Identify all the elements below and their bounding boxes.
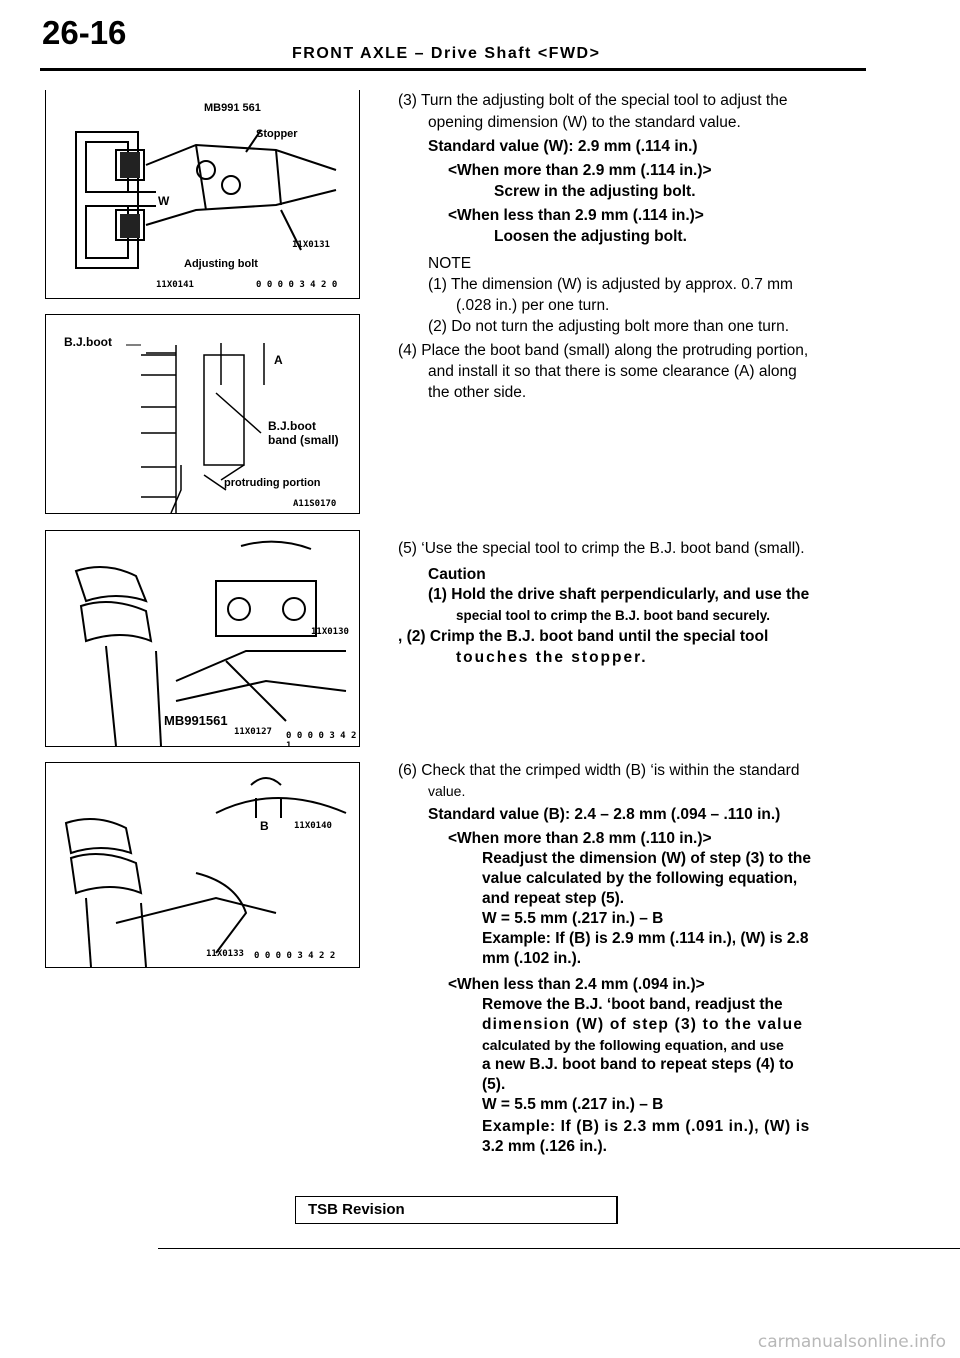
tsb-revision-box: TSB Revision — [295, 1196, 618, 1224]
bj-boot-label: B.J.boot — [64, 335, 112, 349]
step-6-more-line-1: Readjust the dimension (W) of step (3) t… — [482, 850, 811, 867]
figure-code: 0 0 0 0 3 4 2 0 — [256, 280, 338, 290]
figure-code-small: 11X0131 — [292, 240, 330, 250]
note-1-line-1: (1) The dimension (W) is adjusted by app… — [428, 276, 793, 293]
figure-crimping-tool: 11X0130 MB991561 11X0127 0 0 0 0 3 4 2 1 — [45, 530, 360, 747]
protruding-portion-label: protruding portion — [224, 477, 321, 489]
step-6-less-example-1: Example: If (B) is 2.3 mm (.091 in.), (W… — [482, 1118, 810, 1135]
figure-boot-band-placement: B.J.boot A B.J.boot band (small) protrud… — [45, 314, 360, 514]
figure-special-tool-adjust: MB991 561 Stopper W 11X0131 Adjusting bo… — [45, 90, 360, 299]
tool-number-label: MB991561 — [164, 713, 228, 728]
step-6-more-example-1: Example: If (B) is 2.9 mm (.114 in.), (W… — [482, 930, 809, 947]
step-6-less-line-4: a new B.J. boot band to repeat steps (4)… — [482, 1056, 794, 1073]
tsb-revision-label: TSB Revision — [308, 1201, 405, 1218]
step-5-line-1: (5) ‘Use the special tool to crimp the B… — [398, 540, 805, 557]
step-3-less-body: Loosen the adjusting bolt. — [494, 228, 687, 245]
tool-illustration — [75, 129, 337, 269]
figure-code-small: 11X0130 — [311, 627, 349, 637]
figure-code-small: 11X0141 — [156, 280, 194, 290]
note-2: (2) Do not turn the adjusting bolt more … — [428, 318, 790, 335]
step-6-less-line-5: (5). — [482, 1076, 506, 1093]
width-check-illustration — [64, 777, 347, 967]
figure-code: 0 0 0 0 3 4 2 2 — [254, 951, 336, 961]
boot-band-label: B.J.boot — [268, 419, 316, 433]
boot-band-small-label: band (small) — [268, 433, 339, 447]
w-dimension-label: W — [158, 194, 170, 208]
step-4-line-3: the other side. — [428, 384, 527, 401]
step-3-line-1: (3) Turn the adjusting bolt of the speci… — [398, 92, 788, 109]
step-6-less-heading: <When less than 2.4 mm (.094 in.)> — [448, 976, 705, 993]
step-4-line-1: (4) Place the boot band (small) along th… — [398, 342, 809, 359]
page-number: 26-16 — [42, 14, 127, 51]
crimp-illustration — [74, 540, 347, 746]
figure-code-small: 11X0133 — [206, 949, 244, 959]
step-6-less-equation: W = 5.5 mm (.217 in.) – B — [482, 1096, 664, 1113]
step-3-more-body: Screw in the adjusting bolt. — [494, 183, 696, 200]
clearance-a-label: A — [274, 353, 283, 367]
figure-code-small: 11X0140 — [294, 821, 332, 831]
note-heading: NOTE — [428, 255, 472, 272]
step-6-less-line-2: dimension (W) of step (3) to the value — [482, 1016, 804, 1033]
caution-1-line-2: special tool to crimp the B.J. boot band… — [456, 608, 771, 623]
caution-1-line-1: (1) Hold the drive shaft perpendicularly… — [428, 586, 810, 603]
watermark: carmanualsonline.info — [757, 1332, 946, 1352]
figure-code: A11S0170 — [293, 499, 337, 509]
figure-code-small: 11X0127 — [234, 727, 272, 737]
step-6-more-line-3: and repeat step (5). — [482, 890, 625, 907]
note-1-line-2: (.028 in.) per one turn. — [456, 297, 610, 314]
step-6-more-heading: <When more than 2.8 mm (.110 in.)> — [448, 830, 712, 847]
stopper-label: Stopper — [256, 128, 298, 140]
step-4-line-2: and install it so that there is some cle… — [428, 363, 797, 380]
footer-rule — [158, 1248, 960, 1249]
caution-2-line-1: , (2) Crimp the B.J. boot band until the… — [398, 628, 769, 645]
tool-number-label: MB991 561 — [204, 102, 261, 114]
header-rule — [40, 68, 866, 71]
step-6-less-line-3: calculated by the following equation, an… — [482, 1037, 784, 1053]
page-title: FRONT AXLE – Drive Shaft <FWD> — [292, 45, 601, 62]
step-3-more-heading: <When more than 2.9 mm (.114 in.)> — [448, 162, 712, 179]
step-6-line-1: (6) Check that the crimped width (B) ‘is… — [398, 762, 800, 779]
figure-code: 0 0 0 0 3 4 2 1 — [286, 731, 357, 747]
step-6-line-2: value. — [428, 783, 466, 799]
step-3-less-heading: <When less than 2.9 mm (.114 in.)> — [448, 207, 704, 224]
caution-heading: Caution — [428, 566, 486, 583]
step-6-standard-value: Standard value (B): 2.4 – 2.8 mm (.094 –… — [428, 806, 781, 823]
step-6-less-example-2: 3.2 mm (.126 in.). — [482, 1138, 607, 1155]
boot-band-illustration — [126, 343, 265, 513]
figure-crimped-width-check: B 11X0140 11X0133 0 0 0 0 3 4 2 2 — [45, 762, 360, 968]
caution-2-line-2: touches the stopper. — [456, 649, 648, 666]
step-6-less-line-1: Remove the B.J. ‘boot band, readjust the — [482, 996, 783, 1013]
step-6-more-line-2: value calculated by the following equati… — [482, 870, 798, 887]
step-6-more-example-2: mm (.102 in.). — [482, 950, 582, 967]
step-6-more-equation: W = 5.5 mm (.217 in.) – B — [482, 910, 664, 927]
b-dimension-label: B — [260, 819, 269, 833]
step-3-standard-value: Standard value (W): 2.9 mm (.114 in.) — [428, 138, 698, 155]
adjusting-bolt-label: Adjusting bolt — [184, 258, 258, 270]
step-3-line-2: opening dimension (W) to the standard va… — [428, 114, 741, 131]
